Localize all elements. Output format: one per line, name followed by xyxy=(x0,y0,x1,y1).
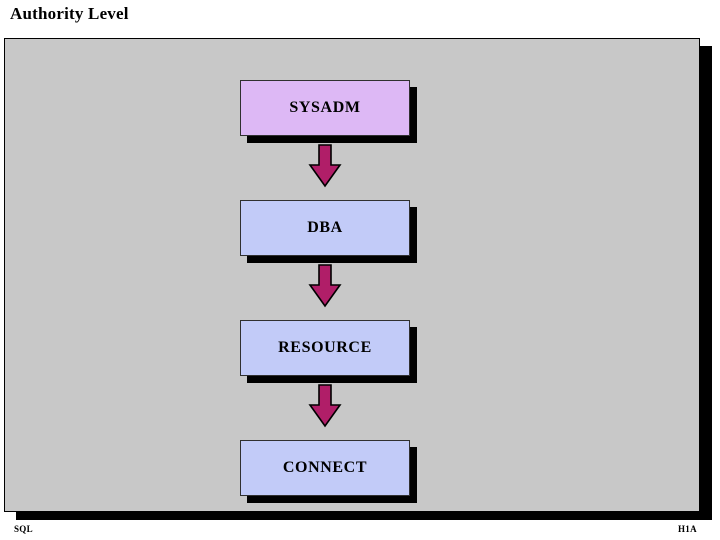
node-body: RESOURCE xyxy=(240,320,410,376)
down-arrow-icon xyxy=(308,264,342,308)
down-arrow-icon xyxy=(308,144,342,188)
footer-right-label: H1A xyxy=(678,524,697,534)
node-label: DBA xyxy=(307,219,343,236)
node-body: CONNECT xyxy=(240,440,410,496)
authority-level-diagram: SYSADM DBA RESOURCE xyxy=(5,39,699,511)
diagram-node-dba[interactable]: DBA xyxy=(240,200,417,263)
diagram-node-resource[interactable]: RESOURCE xyxy=(240,320,417,383)
node-body: SYSADM xyxy=(240,80,410,136)
page-title: Authority Level xyxy=(10,4,129,23)
node-label: CONNECT xyxy=(282,459,368,476)
node-label: SYSADM xyxy=(289,99,361,116)
diagram-node-connect[interactable]: CONNECT xyxy=(240,440,417,503)
content-panel: SYSADM DBA RESOURCE xyxy=(4,38,700,512)
node-body: DBA xyxy=(240,200,410,256)
down-arrow-icon xyxy=(308,384,342,428)
footer-left-label: SQL xyxy=(14,524,33,534)
diagram-node-sysadm[interactable]: SYSADM xyxy=(240,80,417,143)
node-label: RESOURCE xyxy=(278,339,372,356)
